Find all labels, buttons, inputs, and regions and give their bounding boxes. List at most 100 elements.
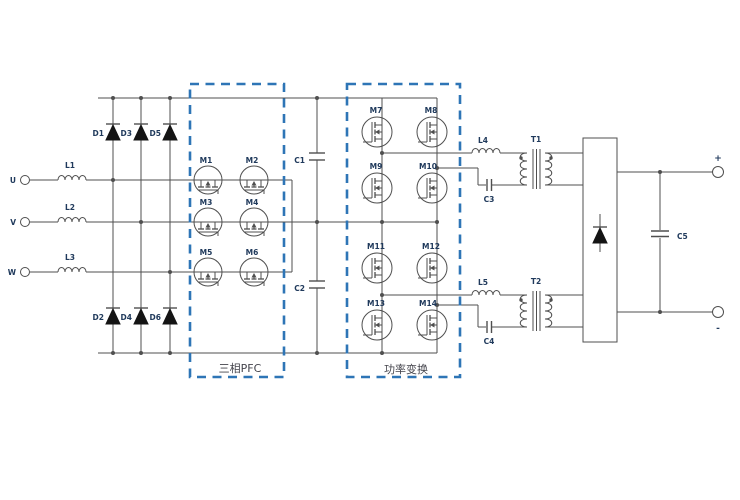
junction-dot [168, 96, 172, 100]
label-pfc-stage: 三相PFC [219, 362, 262, 375]
transformer-T2-polarity-dot [519, 298, 523, 302]
input-terminal-W [20, 267, 30, 277]
mosfet-M4-arrow [251, 223, 257, 228]
mosfet-M1-body [193, 165, 223, 195]
label-T2: T2 [531, 277, 541, 286]
diode-D5 [162, 123, 178, 141]
transformer-T2-polarity-dot [549, 298, 553, 302]
junction-dot [658, 310, 662, 314]
diode-D3 [133, 123, 149, 141]
junction-dot [658, 170, 662, 174]
label-M12: M12 [422, 242, 440, 251]
inductor-L5 [471, 290, 501, 296]
junction-dot [380, 351, 384, 355]
label-C1: C1 [294, 156, 305, 165]
mosfet-M11-arrow [375, 265, 380, 271]
input-terminal-V [20, 217, 30, 227]
diode-D4 [133, 307, 149, 325]
mosfet-M8-arrow [430, 129, 435, 135]
mosfet-M7-body [361, 116, 393, 148]
label-D6: D6 [150, 313, 161, 322]
rectifier-block [582, 137, 618, 343]
output-terminal-minus [712, 306, 724, 318]
label-D4: D4 [121, 313, 132, 322]
mosfet-M2-body [239, 165, 269, 195]
junction-dot [315, 220, 319, 224]
diode-D6 [162, 307, 178, 325]
label-L2: L2 [65, 203, 75, 212]
label-C5: C5 [677, 232, 688, 241]
inductor-L2 [57, 217, 87, 223]
label-L3: L3 [65, 253, 75, 262]
junction-dot [435, 303, 439, 307]
label-M13: M13 [367, 299, 385, 308]
label-M4: M4 [246, 198, 259, 207]
junction-dot [139, 351, 143, 355]
label-M6: M6 [246, 248, 259, 257]
label-L1: L1 [65, 161, 75, 170]
mosfet-M7-arrow [375, 129, 380, 135]
junction-dot [380, 293, 384, 297]
inductor-L4 [471, 148, 501, 154]
junction-dot [435, 166, 439, 170]
junction-dot [139, 220, 143, 224]
mosfet-M14-body [416, 309, 448, 341]
mosfet-M3-body [193, 207, 223, 237]
diode-D1 [105, 123, 121, 141]
mosfet-M12-body [416, 252, 448, 284]
mosfet-M9-body [361, 172, 393, 204]
mosfet-M6-arrow [251, 273, 257, 278]
mosfet-M12-arrow [430, 265, 435, 271]
label-power-stage: 功率变换 [384, 362, 428, 376]
inductor-L1 [57, 175, 87, 181]
mosfet-M6-body [239, 257, 269, 287]
diode-D2 [105, 307, 121, 325]
junction-dot [168, 270, 172, 274]
mosfet-M2-arrow [251, 181, 257, 186]
mosfet-M13-body [361, 309, 393, 341]
label-M10: M10 [419, 162, 437, 171]
label-M2: M2 [246, 156, 259, 165]
label-C4: C4 [484, 337, 495, 346]
mosfet-M9-arrow [375, 185, 380, 191]
label-M3: M3 [200, 198, 213, 207]
junction-dot [139, 96, 143, 100]
label-output-minus: - [716, 324, 720, 334]
label-C2: C2 [294, 284, 305, 293]
label-output-plus: + [714, 154, 722, 164]
transformer-T1-polarity-dot [549, 156, 553, 160]
transformer-T1-polarity-dot [519, 156, 523, 160]
label-L5: L5 [478, 278, 488, 287]
mosfet-M14-arrow [430, 322, 435, 328]
label-W: W [8, 268, 17, 277]
mosfet-M1-arrow [205, 181, 211, 186]
junction-dot [435, 220, 439, 224]
junction-dot [380, 220, 384, 224]
label-D5: D5 [150, 129, 161, 138]
label-M8: M8 [425, 106, 438, 115]
label-M5: M5 [200, 248, 213, 257]
junction-dot [315, 96, 319, 100]
mosfet-M5-body [193, 257, 223, 287]
label-M9: M9 [370, 162, 383, 171]
label-D2: D2 [93, 313, 104, 322]
label-C3: C3 [484, 195, 495, 204]
label-T1: T1 [531, 135, 541, 144]
mosfet-M3-arrow [205, 223, 211, 228]
mosfet-M10-arrow [430, 185, 435, 191]
label-M7: M7 [370, 106, 383, 115]
inductor-L3 [57, 267, 87, 273]
label-D3: D3 [121, 129, 132, 138]
label-V: V [10, 218, 16, 227]
junction-dot [111, 178, 115, 182]
output-terminal-plus [712, 166, 724, 178]
mosfet-M4-body [239, 207, 269, 237]
junction-dot [380, 151, 384, 155]
junction-dot [315, 351, 319, 355]
label-M1: M1 [200, 156, 213, 165]
label-D1: D1 [93, 129, 104, 138]
output-diode [592, 226, 608, 244]
input-terminal-U [20, 175, 30, 185]
junction-dot [111, 96, 115, 100]
